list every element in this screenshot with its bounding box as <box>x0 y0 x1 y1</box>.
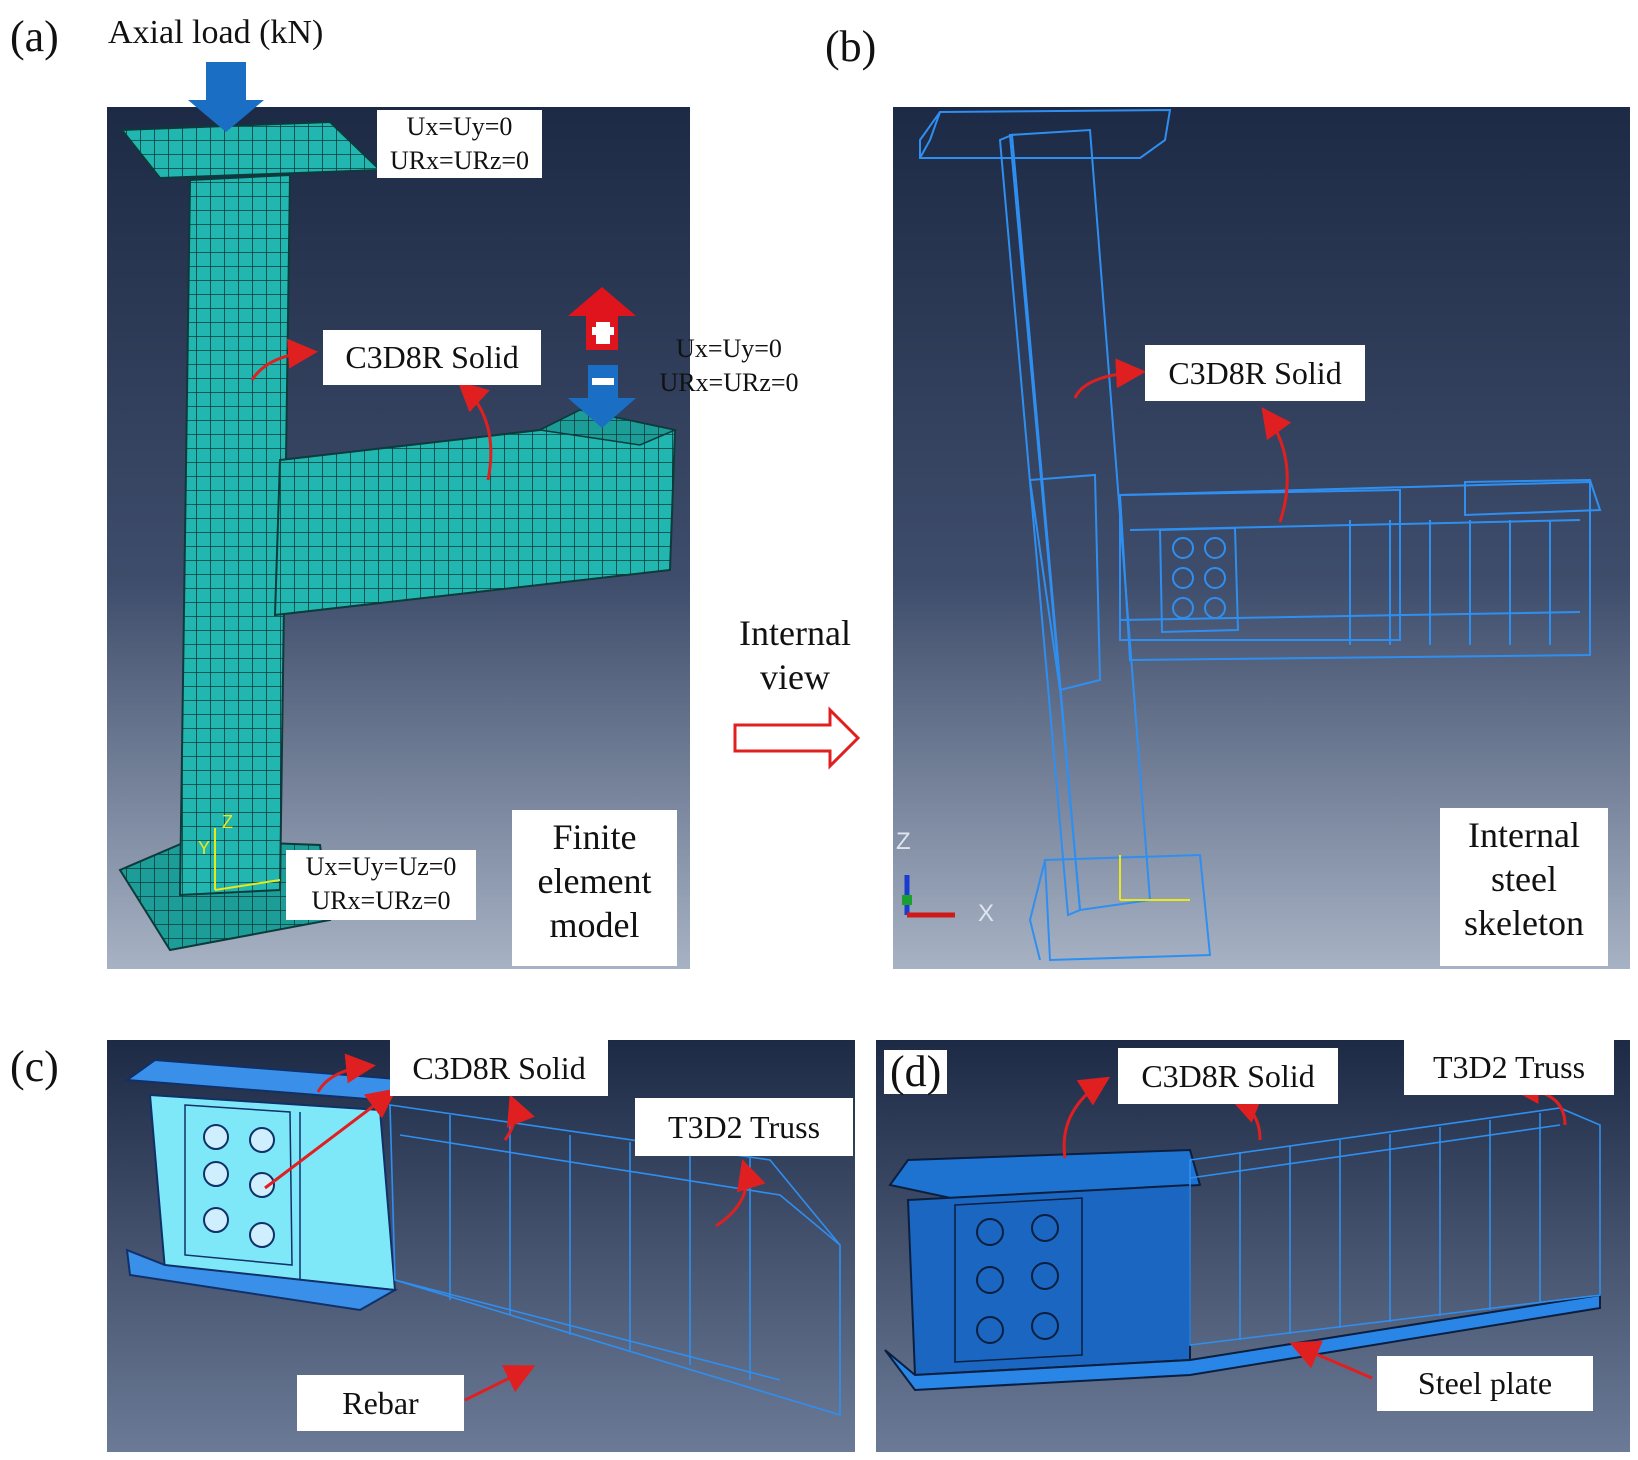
solid-arrow-a2 <box>457 380 493 481</box>
panel-label-c: (c) <box>10 1042 59 1091</box>
caption-b: Internal steel skeleton <box>1440 808 1608 966</box>
plate-label-d: Steel plate <box>1377 1356 1593 1411</box>
truss-label-d: T3D2 Truss <box>1404 1040 1614 1095</box>
solid-arrow-a1 <box>250 338 318 381</box>
solid-arrow-d1 <box>1062 1076 1111 1159</box>
internal-view-line1: Internal <box>739 613 851 653</box>
plate-arrow-d <box>1289 1340 1373 1380</box>
axis-triad-a <box>214 828 281 891</box>
bolt-group-c <box>203 1124 275 1248</box>
bc-beam-line2: URx=URz=0 <box>659 367 799 397</box>
bc-base: Ux=Uy=Uz=0 URx=URz=0 <box>286 850 476 920</box>
element-label-d: C3D8R Solid <box>1118 1048 1338 1104</box>
caption-a: Finite element model <box>512 810 677 966</box>
caption-a-line1: Finite <box>552 817 637 857</box>
panel-label-b: (b) <box>825 22 877 71</box>
internal-view-arrow <box>733 706 861 770</box>
axial-load-arrow <box>188 62 264 132</box>
bc-top: Ux=Uy=0 URx=URz=0 <box>377 110 542 178</box>
caption-b-line2: steel <box>1491 858 1557 899</box>
upward-load-arrow <box>568 287 636 350</box>
truss-label-c: T3D2 Truss <box>635 1098 853 1156</box>
caption-b-line3: skeleton <box>1464 902 1584 943</box>
axis-z-a: Z <box>222 812 233 832</box>
axial-load-label: Axial load (kN) <box>108 14 324 51</box>
element-label-b: C3D8R Solid <box>1145 345 1365 401</box>
bc-beam-line1: Ux=Uy=0 <box>676 334 782 363</box>
axis-x-b: X <box>978 900 995 927</box>
solid-arrow-b1 <box>1073 358 1146 399</box>
rebar-label-c: Rebar <box>297 1375 464 1431</box>
axis-y-a: Y <box>198 838 211 858</box>
rebar-arrow-c <box>464 1365 536 1402</box>
bolt-group-b <box>1172 537 1226 619</box>
element-label-a: C3D8R Solid <box>323 330 541 385</box>
bc-beam: Ux=Uy=0 URx=URz=0 <box>644 332 814 402</box>
axis-z-b: Z <box>896 828 911 855</box>
truss-cage-d <box>1189 1107 1601 1346</box>
fe-mesh-model <box>118 120 678 952</box>
axis-triad-b <box>902 855 1190 918</box>
bc-base-line2: URx=URz=0 <box>311 885 451 915</box>
caption-a-line2: element <box>537 860 652 901</box>
truss-arrow-c <box>715 1159 766 1228</box>
solid-arrow-c3 <box>264 1088 397 1190</box>
bc-top-line2: URx=URz=0 <box>389 145 530 175</box>
panel-label-a: (a) <box>10 12 59 61</box>
downward-load-arrow <box>568 365 636 428</box>
bolt-group-d <box>976 1214 1059 1344</box>
bc-top-line1: Ux=Uy=0 <box>406 112 513 141</box>
bc-base-line1: Ux=Uy=Uz=0 <box>305 852 457 881</box>
internal-view-line2: view <box>760 656 830 697</box>
panel-label-d: (d) <box>884 1050 948 1094</box>
internal-view-text: Internal view <box>730 612 860 700</box>
truss-cage-c <box>389 1104 841 1417</box>
caption-b-line1: Internal <box>1468 815 1580 855</box>
solid-arrow-c2 <box>503 1094 535 1141</box>
caption-a-line3: model <box>549 904 640 945</box>
steel-skeleton <box>919 108 1602 962</box>
solid-arrow-b2 <box>1261 407 1292 523</box>
solid-arrow-c1 <box>316 1053 376 1093</box>
element-label-c: C3D8R Solid <box>390 1040 608 1096</box>
